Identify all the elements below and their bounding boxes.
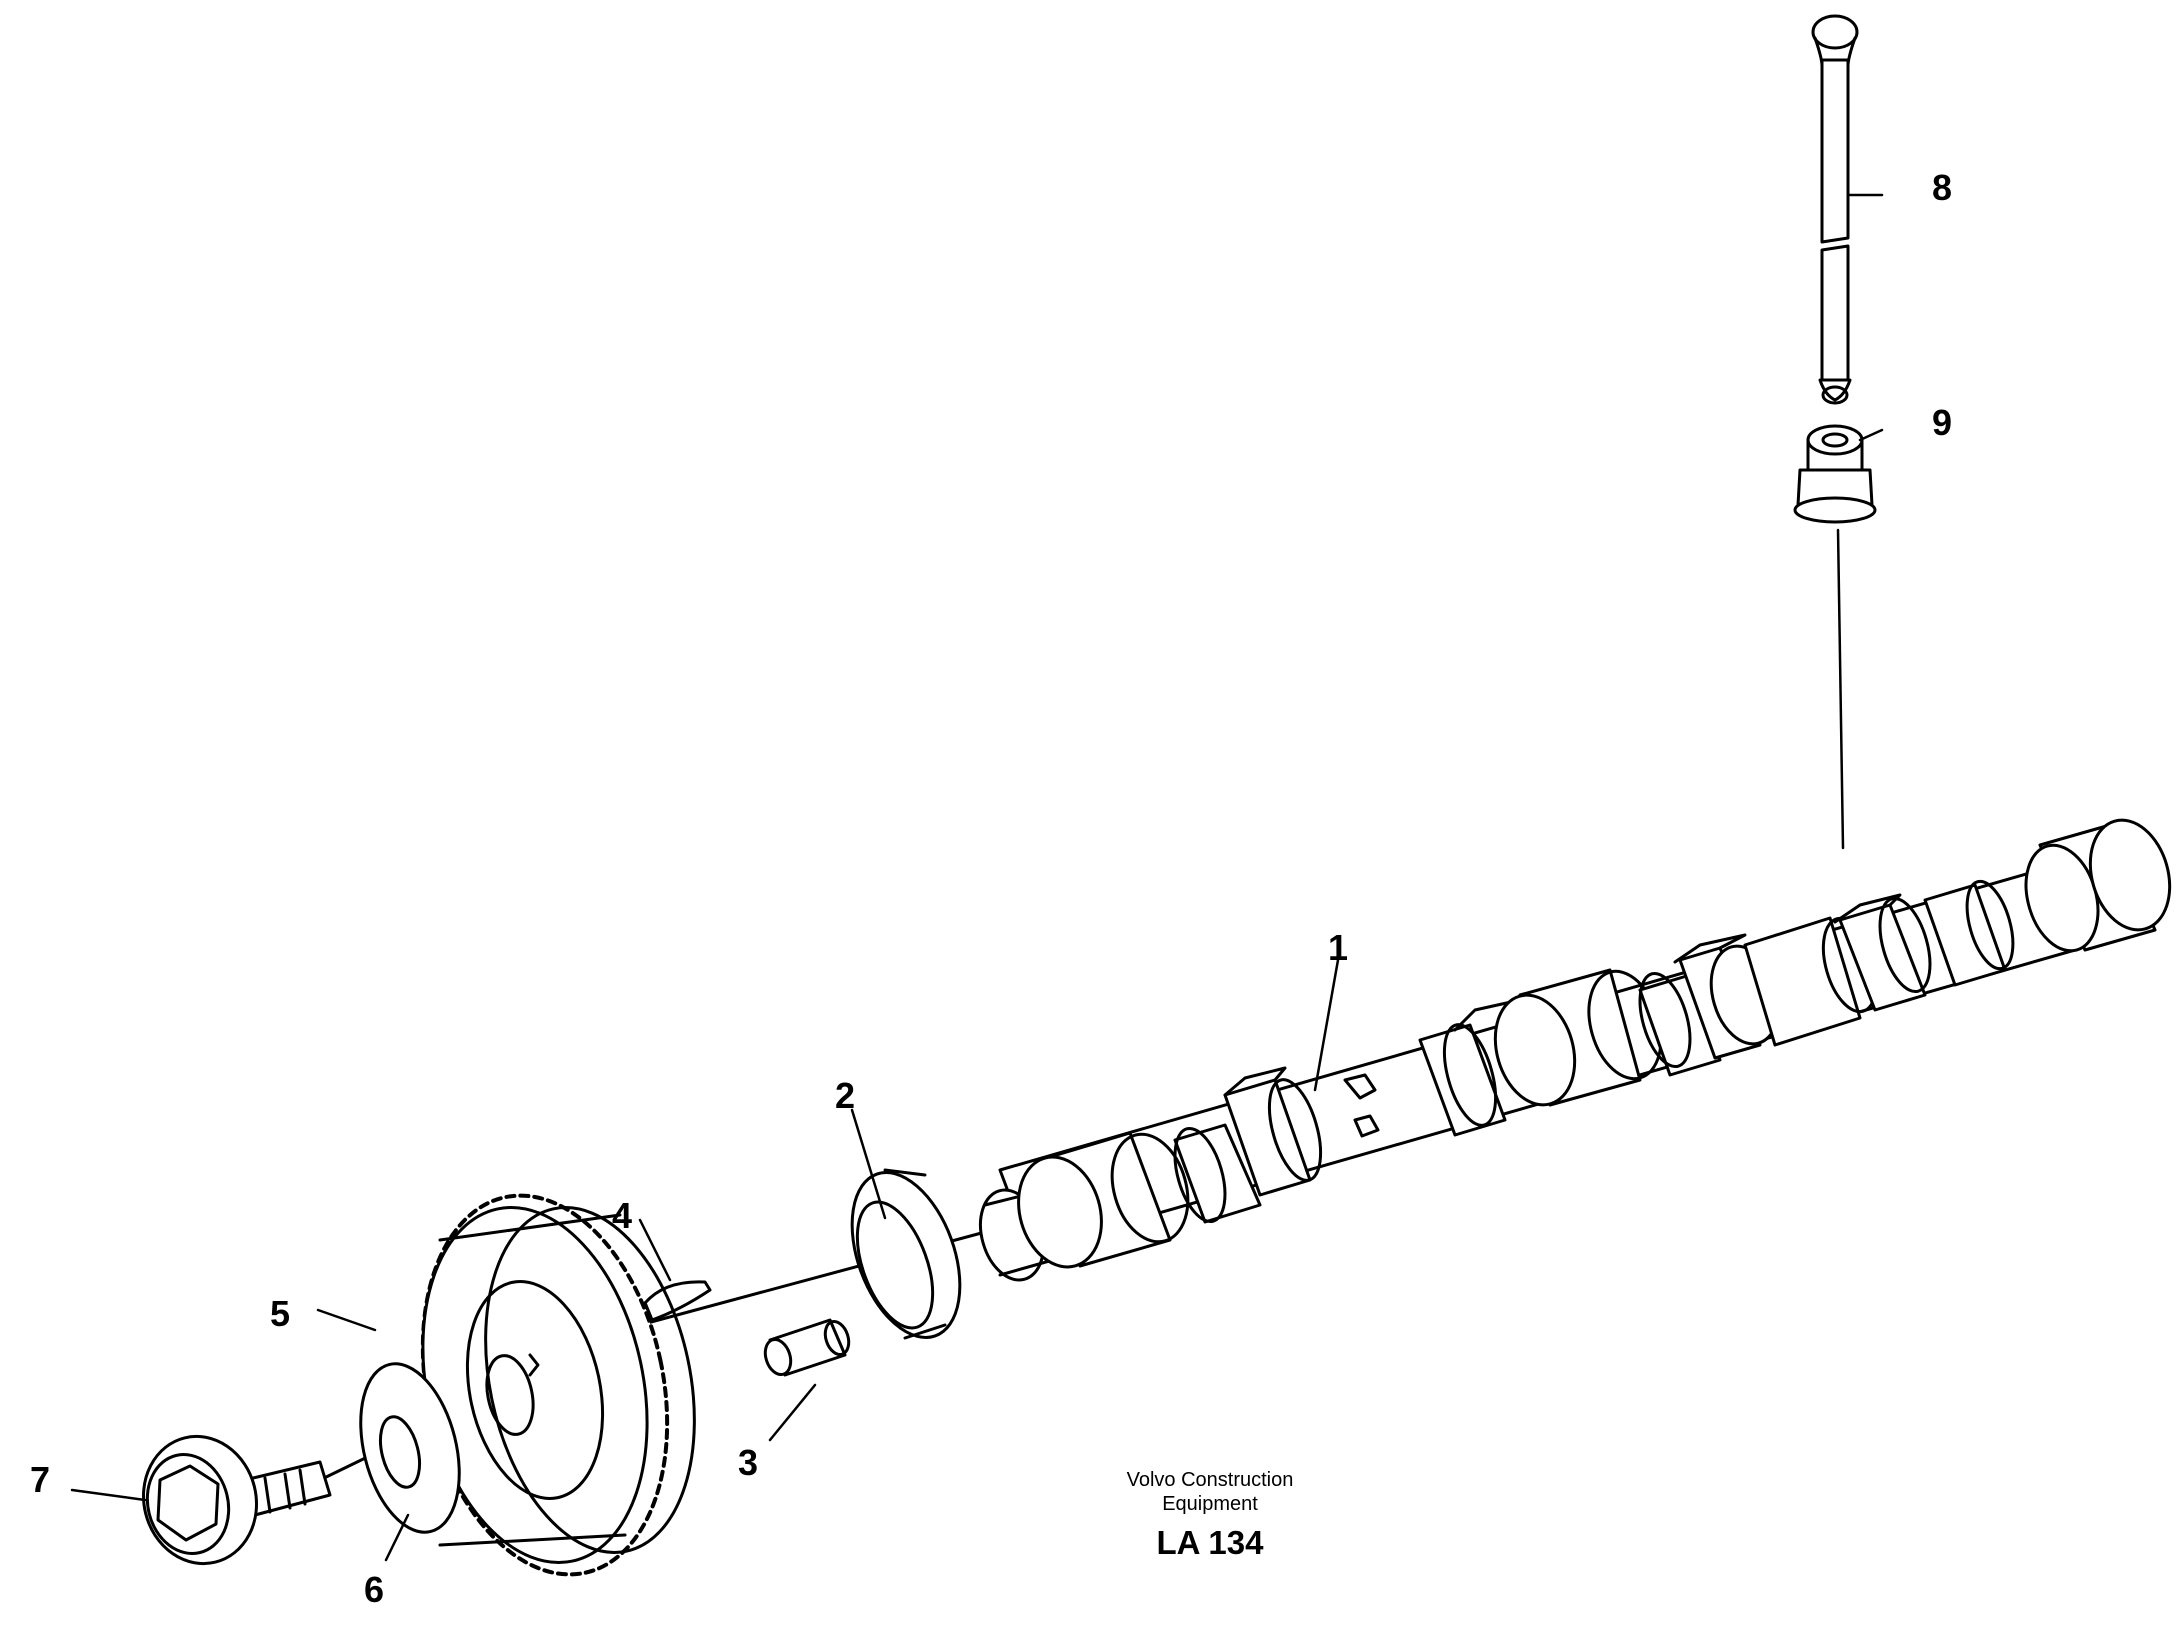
gear-washer (359, 1362, 461, 1534)
caption-drawing-code: LA 134 (1156, 1524, 1264, 1561)
caption-organization: Volvo Construction Equipment (1050, 1468, 1370, 1516)
caption-organization-line1: Volvo Construction (1126, 1469, 1294, 1491)
valve-tappet (1793, 424, 1877, 524)
callout-2: 2 (835, 1075, 856, 1116)
callout-5: 5 (270, 1293, 291, 1334)
thrust-washer (850, 1168, 962, 1340)
caption-organization-line2: Equipment (1162, 1493, 1258, 1515)
camshaft (978, 818, 2172, 1282)
callout-7: 7 (30, 1459, 51, 1500)
callout-8: 8 (1932, 167, 1953, 208)
woodruff-key (643, 1280, 712, 1322)
dowel-pin (763, 1318, 851, 1377)
leader-lines (70, 193, 1884, 1562)
camshaft-gear (420, 1193, 696, 1577)
callout-6: 6 (364, 1569, 385, 1610)
callout-9: 9 (1932, 402, 1953, 443)
callout-1: 1 (1328, 927, 1349, 968)
callout-3: 3 (738, 1442, 759, 1483)
tappet-axis-line (1836, 528, 1845, 850)
push-rod (1811, 14, 1859, 405)
callout-4: 4 (612, 1195, 633, 1236)
flange-bolt (142, 1434, 332, 1566)
